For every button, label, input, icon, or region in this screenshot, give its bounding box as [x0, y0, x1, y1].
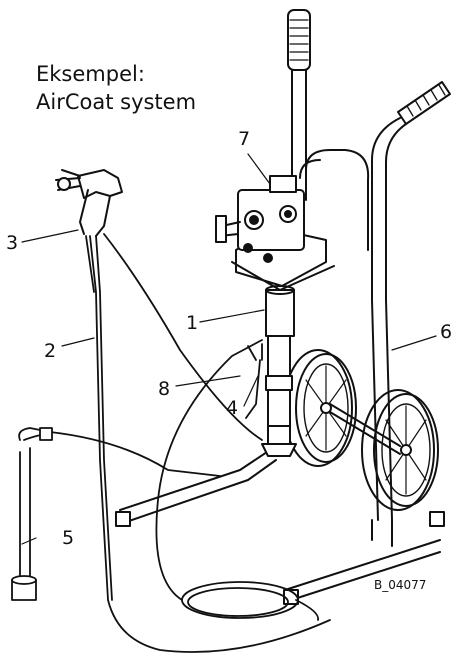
callout-7: 7	[238, 128, 251, 150]
callout-2: 2	[44, 340, 57, 362]
figure-code: B_04077	[374, 578, 427, 592]
callout-8: 8	[158, 378, 171, 400]
caption: Eksempel: AirCoat system	[36, 60, 196, 116]
caption-line-2: AirCoat system	[36, 90, 197, 114]
caption-line-1: Eksempel:	[36, 62, 145, 86]
callout-3: 3	[6, 232, 19, 254]
spray-gun	[55, 169, 123, 237]
leader-lines	[21, 153, 437, 545]
hoses	[11, 233, 331, 653]
pump-motor	[215, 175, 335, 291]
callout-5: 5	[62, 527, 75, 549]
right-handle	[371, 81, 451, 521]
axle	[329, 403, 401, 455]
front-wheel	[361, 389, 439, 511]
pump-lower	[261, 285, 297, 457]
callout-6: 6	[440, 321, 453, 343]
left-handle	[287, 9, 311, 201]
callout-1: 1	[186, 312, 199, 334]
callout-4: 4	[226, 397, 239, 419]
